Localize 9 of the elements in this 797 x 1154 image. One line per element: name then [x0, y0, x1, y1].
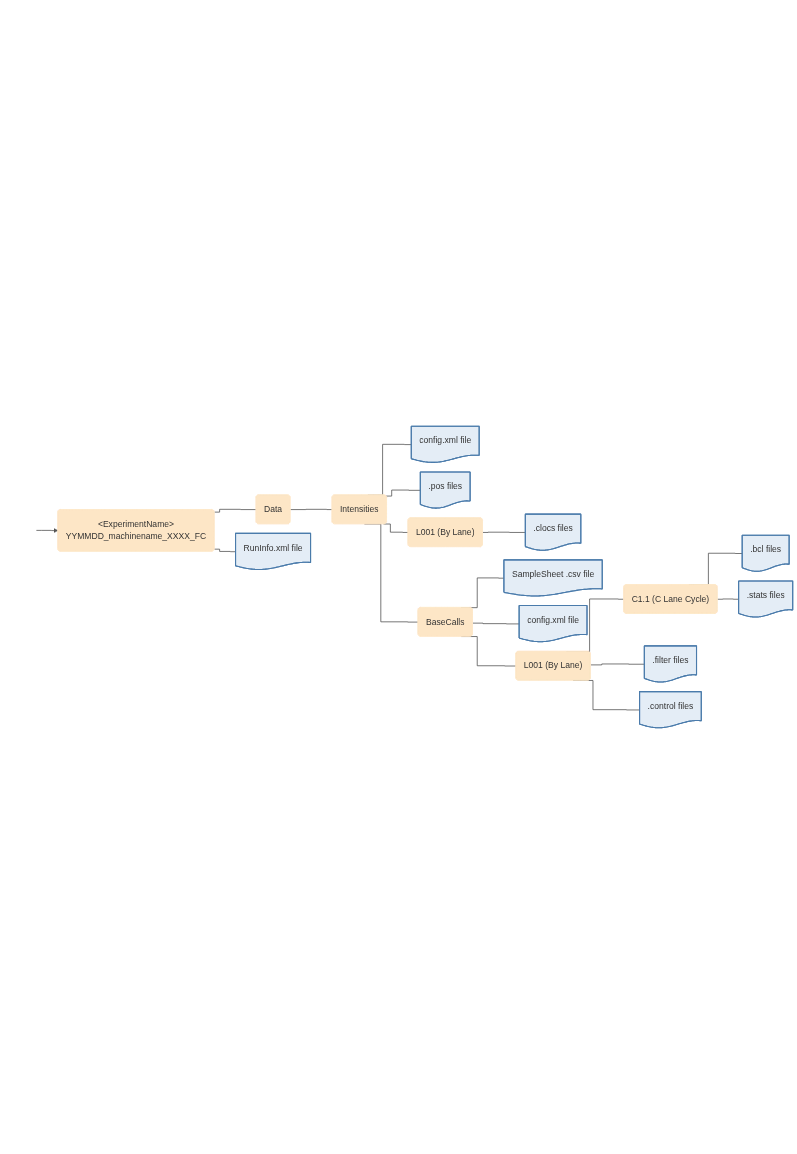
connector: [717, 598, 740, 600]
connector: [290, 508, 333, 510]
connector: [482, 531, 526, 533]
connector: [472, 622, 520, 625]
connector: [214, 548, 237, 553]
connector: [214, 508, 257, 513]
connector: [383, 523, 409, 533]
connector: [385, 489, 421, 497]
connector: [590, 663, 645, 666]
